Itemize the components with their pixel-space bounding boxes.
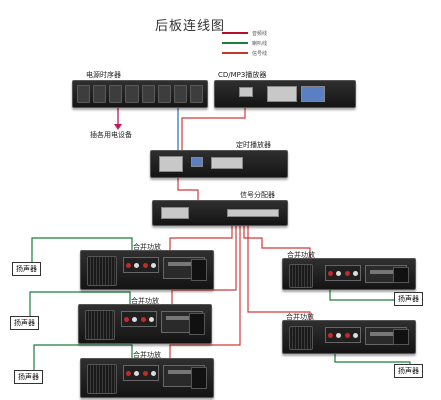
amplifier-device [282, 320, 416, 354]
plug-arrow-head [114, 124, 122, 130]
wire-splitter-to-amp5 [247, 222, 311, 322]
outlet [157, 85, 171, 103]
legend-label-signal: 信号线 [252, 50, 268, 57]
timer-label-plate [159, 156, 183, 172]
legend-label-speaker: 喇叭线 [252, 40, 268, 47]
speaker-box: 扬声器 [10, 316, 39, 330]
amp-grille [289, 264, 313, 288]
legend-item-audio: 音频线 [222, 28, 267, 38]
outlet [173, 85, 187, 103]
wire-cd-to-timer [181, 100, 246, 150]
speaker-box: 扬声器 [394, 364, 423, 378]
amp-power-socket [191, 259, 207, 281]
timer-player-label: 定时播放器 [236, 141, 271, 149]
speaker-box: 扬声器 [14, 370, 43, 384]
wire-splitter-to-amp2 [171, 222, 237, 304]
outlet [109, 85, 123, 103]
wire-splitter-to-amp3 [169, 222, 241, 358]
amp-power-socket [393, 329, 409, 345]
timer-port [191, 157, 203, 167]
legend-swatch-audio [222, 32, 248, 34]
amp-terminals [123, 257, 159, 273]
cd-player-device [214, 80, 356, 108]
wire-splitter-to-amp1 [169, 222, 233, 252]
amp-label: 合并功放 [133, 243, 161, 251]
amplifier-device [80, 358, 214, 398]
amp-terminals [325, 327, 361, 343]
splitter-label-plate [161, 207, 189, 219]
amp-label: 合并功放 [133, 351, 161, 359]
amp-terminals [121, 311, 157, 327]
cd-player-label: CD/MP3播放器 [218, 71, 267, 79]
signal-splitter-device [152, 200, 288, 226]
amp-terminals [325, 265, 361, 281]
amp-label: 合并功放 [287, 251, 315, 259]
outlet [77, 85, 91, 103]
cd-connector-plate [301, 86, 325, 102]
legend-label-audio: 音频线 [252, 30, 268, 37]
speaker-box: 扬声器 [12, 262, 41, 276]
power-sequencer-label: 电源时序器 [86, 71, 121, 79]
amp-grille [289, 326, 313, 350]
outlet [125, 85, 139, 103]
outlet-row [77, 85, 203, 103]
cd-label-plate [267, 86, 297, 102]
wire-splitter-to-amp4 [243, 222, 311, 262]
amplifier-device [80, 250, 214, 290]
outlet [141, 85, 155, 103]
cd-port [239, 87, 253, 97]
amplifier-device [78, 304, 212, 344]
legend-item-speaker: 喇叭线 [222, 38, 267, 48]
amp-label: 合并功放 [131, 297, 159, 305]
timer-plate [211, 157, 243, 169]
amp-power-socket [189, 313, 205, 335]
signal-splitter-label: 信号分配器 [240, 191, 275, 199]
speaker-box: 扬声器 [394, 292, 423, 306]
amp-grille [85, 310, 115, 340]
amp-terminals [123, 365, 159, 381]
outlet [93, 85, 107, 103]
legend-swatch-speaker [222, 42, 248, 44]
amp-label: 合并功放 [286, 313, 314, 321]
legend-swatch-signal [222, 52, 248, 54]
amp-power-socket [191, 367, 207, 389]
legend-item-signal: 信号线 [222, 48, 267, 58]
wire-timer-to-splitter [177, 178, 199, 202]
splitter-output-row [227, 209, 279, 217]
plug-in-devices-label: 插各用电设备 [90, 131, 132, 139]
outlet [189, 85, 203, 103]
page-title: 后板连线图 [155, 19, 226, 34]
amp-power-socket [393, 267, 409, 283]
legend: 音频线 喇叭线 信号线 [222, 28, 267, 58]
amp-grille [87, 256, 117, 286]
timer-player-device [150, 150, 288, 178]
amp-grille [87, 364, 117, 394]
amplifier-device [282, 258, 416, 290]
power-sequencer-device [72, 80, 208, 108]
